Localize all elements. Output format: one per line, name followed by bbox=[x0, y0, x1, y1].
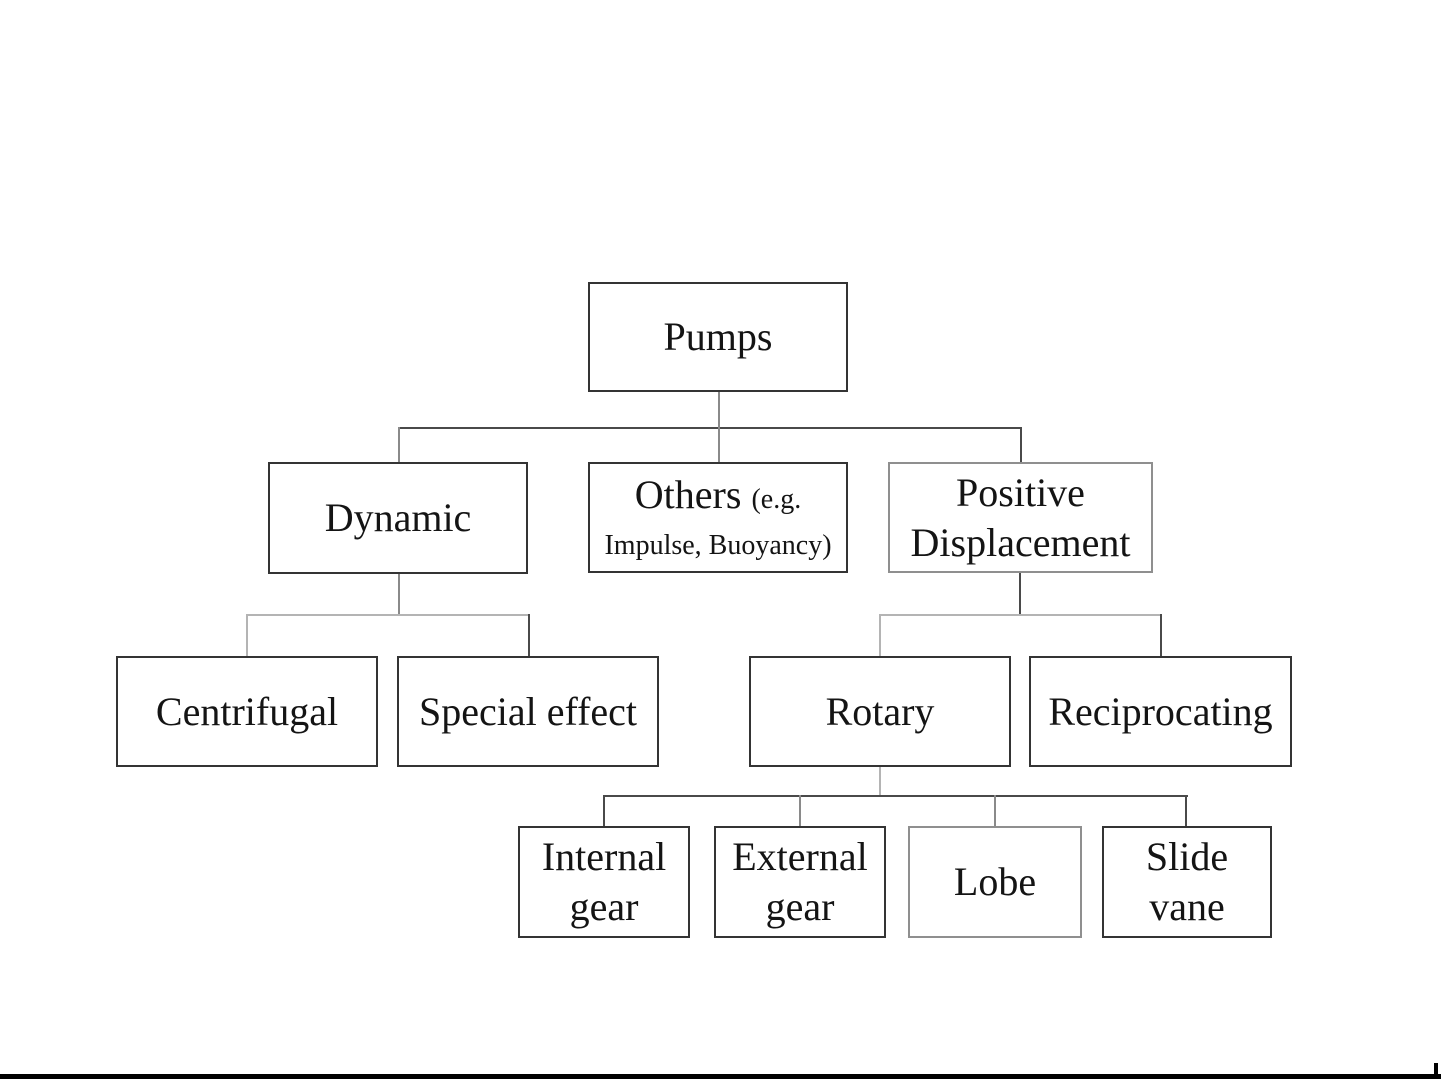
connector-line bbox=[1020, 427, 1022, 463]
connector-line bbox=[994, 795, 996, 827]
connector-line bbox=[799, 795, 801, 827]
connector-line bbox=[879, 614, 1162, 616]
node-external-gear: External gear bbox=[714, 826, 886, 938]
node-lobe-label: Lobe bbox=[953, 859, 1037, 904]
node-positive-displacement-label: Positive Displacement bbox=[910, 469, 1131, 565]
connector-line bbox=[246, 614, 248, 656]
node-others: Others (e.g. Impulse, Buoyancy) bbox=[588, 462, 848, 573]
node-positive-displacement: Positive Displacement bbox=[888, 462, 1153, 573]
node-external-gear-label: External gear bbox=[732, 834, 868, 929]
node-centrifugal: Centrifugal bbox=[116, 656, 378, 767]
connector-line bbox=[398, 427, 1022, 429]
node-centrifugal-label: Centrifugal bbox=[155, 688, 339, 734]
connector-line bbox=[1185, 795, 1187, 827]
node-slide-vane: Slide vane bbox=[1102, 826, 1272, 938]
node-pumps-label: Pumps bbox=[663, 314, 773, 359]
connector-line bbox=[528, 614, 530, 656]
node-dynamic-label: Dynamic bbox=[324, 495, 472, 540]
connector-line bbox=[398, 427, 400, 462]
page-bottom-rule bbox=[0, 1074, 1441, 1079]
connector-line bbox=[1019, 572, 1021, 616]
node-rotary: Rotary bbox=[749, 656, 1011, 767]
node-dynamic: Dynamic bbox=[268, 462, 528, 574]
connector-line bbox=[603, 795, 605, 827]
connector-line bbox=[879, 766, 881, 797]
node-internal-gear: Internal gear bbox=[518, 826, 690, 938]
node-special-effect-label: Special effect bbox=[418, 688, 638, 734]
connector-line bbox=[879, 614, 881, 656]
node-special-effect: Special effect bbox=[397, 656, 659, 767]
connector-line bbox=[718, 427, 720, 462]
connector-line bbox=[718, 392, 720, 428]
node-reciprocating-label: Reciprocating bbox=[1048, 688, 1273, 734]
node-pumps: Pumps bbox=[588, 282, 848, 392]
node-slide-vane-label: Slide vane bbox=[1145, 834, 1229, 929]
page-bottom-rule-tick bbox=[1434, 1063, 1438, 1075]
node-reciprocating: Reciprocating bbox=[1029, 656, 1292, 767]
node-rotary-label: Rotary bbox=[825, 688, 935, 734]
connector-line bbox=[246, 614, 530, 616]
connector-line bbox=[398, 574, 400, 616]
connector-line bbox=[1160, 614, 1162, 656]
node-internal-gear-label: Internal gear bbox=[541, 834, 667, 929]
node-others-label: Others (e.g. Impulse, Buoyancy) bbox=[604, 472, 832, 561]
connector-line bbox=[603, 795, 1188, 797]
node-lobe: Lobe bbox=[908, 826, 1082, 938]
